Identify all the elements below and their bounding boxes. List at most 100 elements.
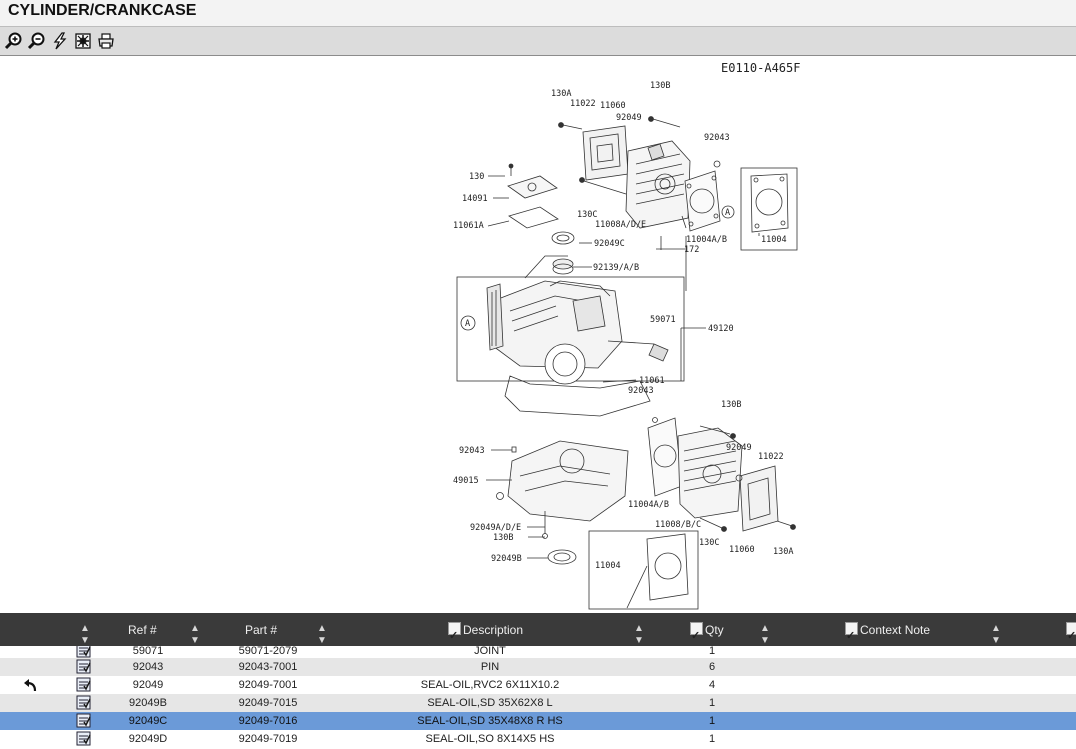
callout-11004-low[interactable]: 11004 — [595, 561, 621, 571]
cell-qty: 1 — [708, 733, 716, 745]
column-qty: Qty — [705, 623, 724, 637]
column-part[interactable]: Part # — [245, 623, 278, 637]
callout-92049b[interactable]: 92049B — [491, 554, 522, 564]
lightning-icon[interactable] — [50, 31, 70, 51]
column-context-note: Context Note — [860, 623, 931, 637]
column-toggle-checkbox[interactable] — [448, 619, 461, 654]
callout-11004-top[interactable]: 11004 — [761, 235, 787, 245]
callout-11022-top[interactable]: 11022 — [570, 99, 596, 109]
add-to-list-icon[interactable] — [76, 659, 91, 674]
add-to-list-icon[interactable] — [76, 695, 91, 710]
sort-icon[interactable]: ▲▼ — [190, 623, 200, 646]
callout-49015[interactable]: 49015 — [453, 476, 479, 486]
cell-part: 92049-7015 — [238, 697, 298, 709]
cell-part: 59071-2079 — [238, 646, 298, 657]
callout-130a-low[interactable]: 130A — [773, 547, 793, 557]
callout-130b-mid[interactable]: 130B — [721, 400, 741, 410]
callout-11004ab-low[interactable]: 11004A/B — [628, 500, 669, 510]
add-to-list-icon[interactable] — [76, 646, 91, 658]
cell-ref: 92049D — [128, 733, 168, 745]
settings-icon[interactable] — [73, 31, 93, 51]
back-arrow-icon[interactable] — [22, 676, 40, 694]
page-title: CYLINDER/CRANKCASE — [8, 2, 197, 19]
column-qty-header[interactable]: Qty — [690, 613, 724, 654]
callout-59071[interactable]: 59071 — [650, 315, 676, 325]
cell-description: SEAL-OIL,SD 35X48X8 R HS — [417, 715, 563, 727]
column-context-note-header[interactable]: Context Note — [845, 613, 931, 654]
column-extra-header[interactable] — [1066, 613, 1076, 654]
callout-49120[interactable]: 49120 — [708, 324, 734, 334]
printer-icon[interactable] — [96, 31, 116, 51]
cell-ref: 92043 — [132, 661, 164, 673]
parts-grid-body: 59071 59071-2079 JOINT 1 92043 92043-700… — [0, 646, 1076, 749]
cell-description: SEAL-OIL,SO 8X14X5 HS — [425, 733, 555, 745]
callout-92049ade[interactable]: 92049A/D/E — [470, 523, 521, 533]
table-row[interactable]: 92049 92049-7001 SEAL-OIL,RVC2 6X11X10.2… — [0, 676, 1076, 694]
callout-92049-low[interactable]: 92049 — [726, 443, 752, 453]
cell-qty: 1 — [708, 697, 716, 709]
zoom-in-icon[interactable] — [4, 31, 24, 51]
callout-130b-top[interactable]: 130B — [650, 81, 670, 91]
sort-icon[interactable]: ▲▼ — [634, 623, 644, 646]
callout-11004ab-top[interactable]: 11004A/B — [686, 235, 727, 245]
callout-11061[interactable]: 11061 — [639, 376, 665, 386]
column-toggle-checkbox[interactable] — [690, 619, 703, 654]
zoom-out-icon[interactable] — [27, 31, 47, 51]
callout-92043-top[interactable]: 92043 — [704, 133, 730, 143]
cell-ref: 92049 — [132, 679, 164, 691]
cell-qty: 1 — [708, 715, 716, 727]
cell-part: 92049-7001 — [238, 679, 298, 691]
callout-130c-low[interactable]: 130C — [699, 538, 719, 548]
callout-11008bc[interactable]: 11008/B/C — [655, 520, 701, 530]
sort-icon[interactable]: ▲▼ — [80, 623, 90, 646]
table-row[interactable]: 59071 59071-2079 JOINT 1 — [0, 646, 1076, 660]
callout-92049-top[interactable]: 92049 — [616, 113, 642, 123]
callout-11061a[interactable]: 11061A — [453, 221, 484, 231]
diagram-code: E0110-A465F — [721, 61, 801, 75]
marker-a-circle-top — [721, 205, 735, 219]
column-toggle-checkbox[interactable] — [1066, 619, 1076, 654]
callout-14091[interactable]: 14091 — [462, 194, 488, 204]
callout-130b-low[interactable]: 130B — [493, 533, 513, 543]
add-to-list-icon[interactable] — [76, 677, 91, 692]
callout-130c-top[interactable]: 130C — [577, 210, 597, 220]
cell-qty: 6 — [708, 661, 716, 673]
sort-icon[interactable]: ▲▼ — [991, 623, 1001, 646]
toolbar — [0, 27, 1076, 56]
diagram-viewer[interactable]: 130A 11022 11060 92049 130B 92043 130 14… — [0, 56, 1076, 612]
cell-description: SEAL-OIL,RVC2 6X11X10.2 — [420, 679, 560, 691]
callout-11060-top[interactable]: 11060 — [600, 101, 626, 111]
callout-172[interactable]: 172 — [684, 245, 699, 255]
table-row[interactable]: 92049D 92049-7019 SEAL-OIL,SO 8X14X5 HS … — [0, 730, 1076, 748]
table-row[interactable]: 92049B 92049-7015 SEAL-OIL,SD 35X62X8 L … — [0, 694, 1076, 712]
column-description-header[interactable]: Description — [448, 613, 524, 654]
callout-92043-mid[interactable]: 92043 — [628, 386, 654, 396]
callout-92049c[interactable]: 92049C — [594, 239, 625, 249]
callout-92043-left[interactable]: 92043 — [459, 446, 485, 456]
sort-icon[interactable]: ▲▼ — [760, 623, 770, 646]
exploded-parts-diagram: 130A 11022 11060 92049 130B 92043 130 14… — [453, 81, 798, 610]
callout-11008ade[interactable]: 11008A/D/E — [595, 220, 646, 230]
column-description: Description — [463, 623, 524, 637]
sort-icon[interactable]: ▲▼ — [317, 623, 327, 646]
callout-130[interactable]: 130 — [469, 172, 484, 182]
marker-a-circle-left — [460, 315, 476, 331]
cell-ref: 59071 — [132, 646, 164, 657]
cell-description: JOINT — [474, 646, 506, 657]
callout-92139ab[interactable]: 92139/A/B — [593, 263, 639, 273]
marker-a-top: A — [725, 208, 730, 218]
cell-qty: 1 — [708, 646, 716, 657]
table-row[interactable]: 92043 92043-7001 PIN 6 — [0, 658, 1076, 676]
column-ref[interactable]: Ref # — [128, 623, 157, 637]
table-row-selected[interactable]: 92049C 92049-7016 SEAL-OIL,SD 35X48X8 R … — [0, 712, 1076, 730]
cell-part: 92049-7019 — [238, 733, 298, 745]
cell-part: 92049-7016 — [238, 715, 298, 727]
callout-130a-top[interactable]: 130A — [551, 89, 571, 99]
callout-11022-low[interactable]: 11022 — [758, 452, 784, 462]
cell-ref: 92049C — [128, 715, 168, 727]
add-to-list-icon[interactable] — [76, 713, 91, 728]
column-toggle-checkbox[interactable] — [845, 619, 858, 654]
callout-11060-low[interactable]: 11060 — [729, 545, 755, 555]
add-to-list-icon[interactable] — [76, 731, 91, 746]
title-bar: CYLINDER/CRANKCASE — [0, 0, 1076, 27]
